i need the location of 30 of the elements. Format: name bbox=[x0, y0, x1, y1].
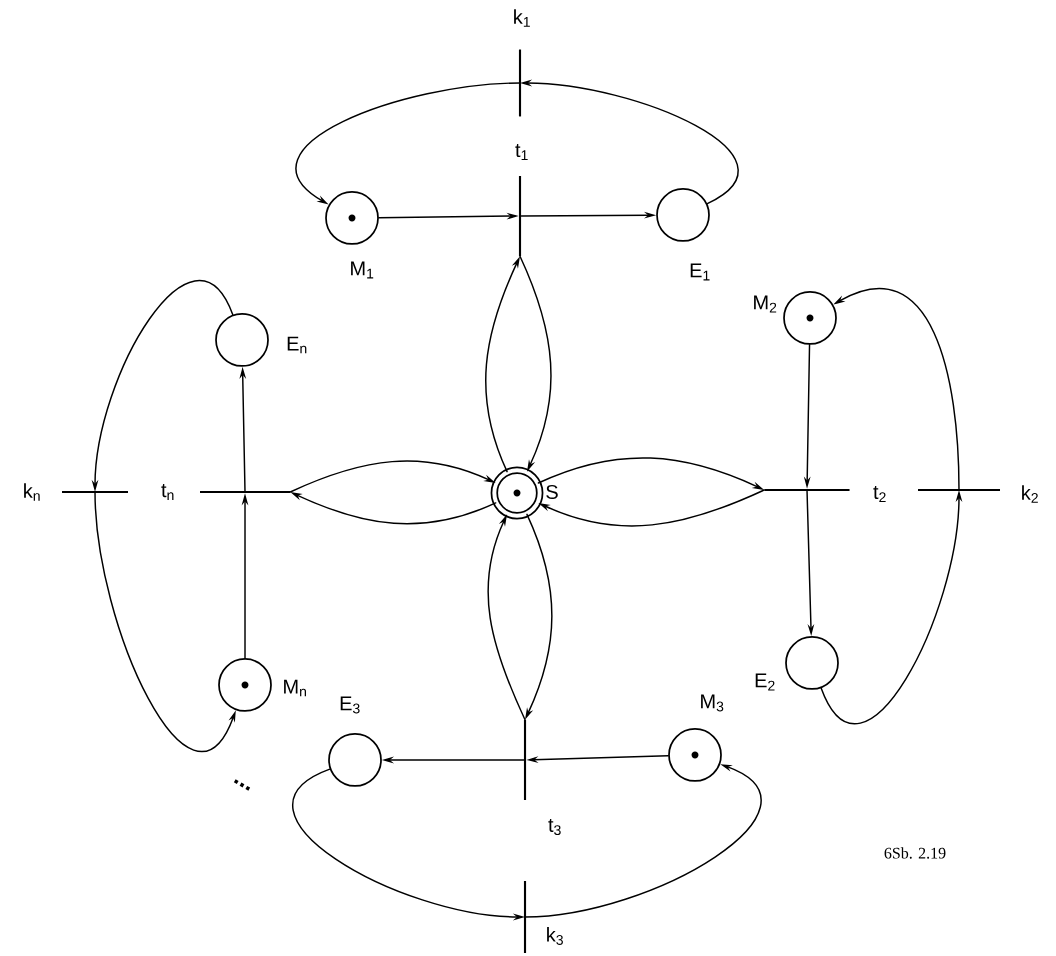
node-label: E$_{n}$ bbox=[287, 336, 307, 354]
caption: 6Sb. 2.19 bbox=[884, 847, 946, 859]
node-label: t$_{3}$ bbox=[548, 818, 561, 836]
node-label: t$_{n}$ bbox=[161, 484, 174, 500]
node-label: t$_{1}$ bbox=[515, 144, 528, 160]
place-circle bbox=[668, 728, 722, 782]
node-label: M$_{3}$ bbox=[701, 694, 724, 712]
node-label: k$_{1}$ bbox=[514, 9, 530, 27]
node-label: k$_{3}$ bbox=[547, 927, 563, 945]
node-label: k$_{2}$ bbox=[1022, 485, 1038, 503]
place-circle bbox=[328, 733, 382, 787]
node-label: E$_{3}$ bbox=[340, 696, 360, 714]
place-circle bbox=[785, 636, 839, 690]
place-circle bbox=[783, 291, 837, 345]
node-label: k$_{n}$ bbox=[24, 483, 40, 501]
place-circle bbox=[325, 191, 379, 245]
node-label: S bbox=[546, 484, 558, 500]
node-label: M$_{2}$ bbox=[754, 295, 777, 313]
node-label: M$_{n}$ bbox=[284, 679, 306, 697]
place-circle bbox=[215, 313, 269, 367]
node-label: E$_{2}$ bbox=[755, 673, 775, 691]
place-circle bbox=[656, 188, 710, 242]
node-label: t$_{2}$ bbox=[873, 485, 886, 503]
place-circle bbox=[490, 466, 544, 520]
arrow bbox=[524, 764, 762, 918]
place-circle bbox=[218, 658, 272, 712]
node-label: E$_{1}$ bbox=[690, 263, 710, 281]
node-label: M$_{1}$ bbox=[351, 261, 374, 279]
arrow bbox=[94, 491, 236, 752]
ellipsis: ... bbox=[233, 779, 251, 791]
